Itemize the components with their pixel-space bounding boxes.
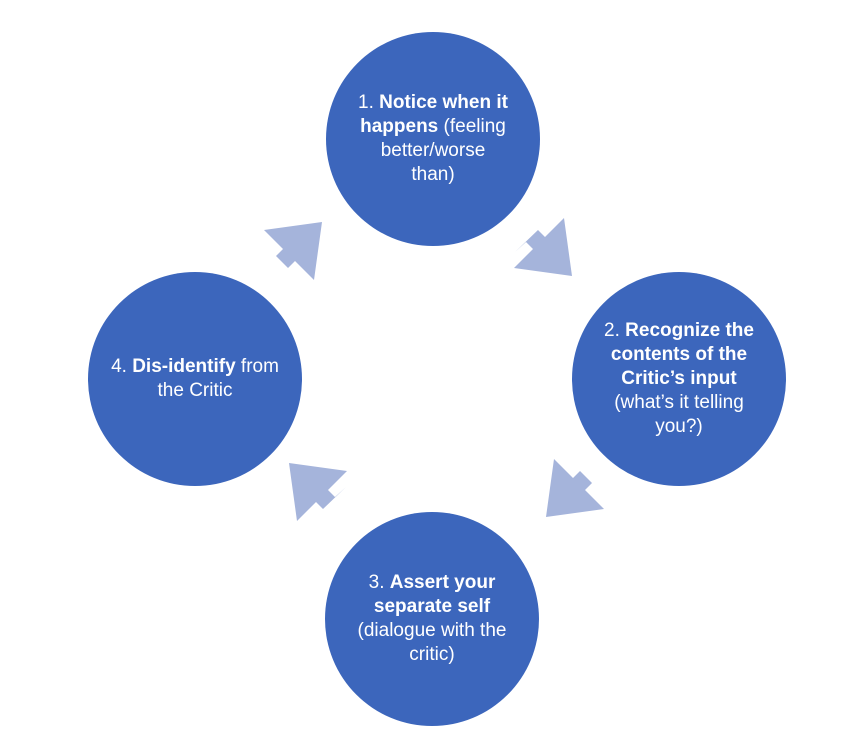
step-2-number: 2. bbox=[604, 320, 626, 341]
step-3-circle: 3. Assert your separate self (dialogue w… bbox=[325, 512, 539, 726]
step-4-number: 4. bbox=[111, 356, 133, 377]
step-3-heading: Assert your separate self bbox=[373, 572, 496, 617]
step-3-text: 3. Assert your separate self (dialogue w… bbox=[357, 571, 507, 667]
step-1-text: 1. Notice when it happens (feeling bette… bbox=[358, 91, 508, 187]
step-2-heading: Recognize the contents of the Critic’s i… bbox=[610, 320, 754, 389]
step-2-detail: (what’s it telling you?) bbox=[614, 392, 744, 437]
step-4-text: 4. Dis-identify from the Critic bbox=[110, 355, 280, 403]
step-3-detail: (dialogue with the critic) bbox=[357, 620, 507, 665]
step-4-detail: from the Critic bbox=[157, 356, 279, 401]
step-4-circle: 4. Dis-identify from the Critic bbox=[88, 272, 302, 486]
arrow-1-to-2 bbox=[514, 218, 572, 276]
step-1-circle: 1. Notice when it happens (feeling bette… bbox=[326, 32, 540, 246]
step-2-circle: 2. Recognize the contents of the Critic’… bbox=[572, 272, 786, 486]
step-1-number: 1. bbox=[358, 92, 380, 113]
step-2-text: 2. Recognize the contents of the Critic’… bbox=[597, 319, 761, 439]
step-3-number: 3. bbox=[368, 572, 390, 593]
arrow-4-to-1 bbox=[264, 222, 322, 280]
step-1-heading: Notice when it happens bbox=[360, 92, 508, 137]
step-1-detail: (feeling better/worse than) bbox=[380, 116, 506, 185]
step-4-heading: Dis-identify bbox=[132, 356, 236, 377]
arrow-3-to-4 bbox=[289, 463, 347, 521]
arrow-2-to-3 bbox=[546, 459, 604, 517]
